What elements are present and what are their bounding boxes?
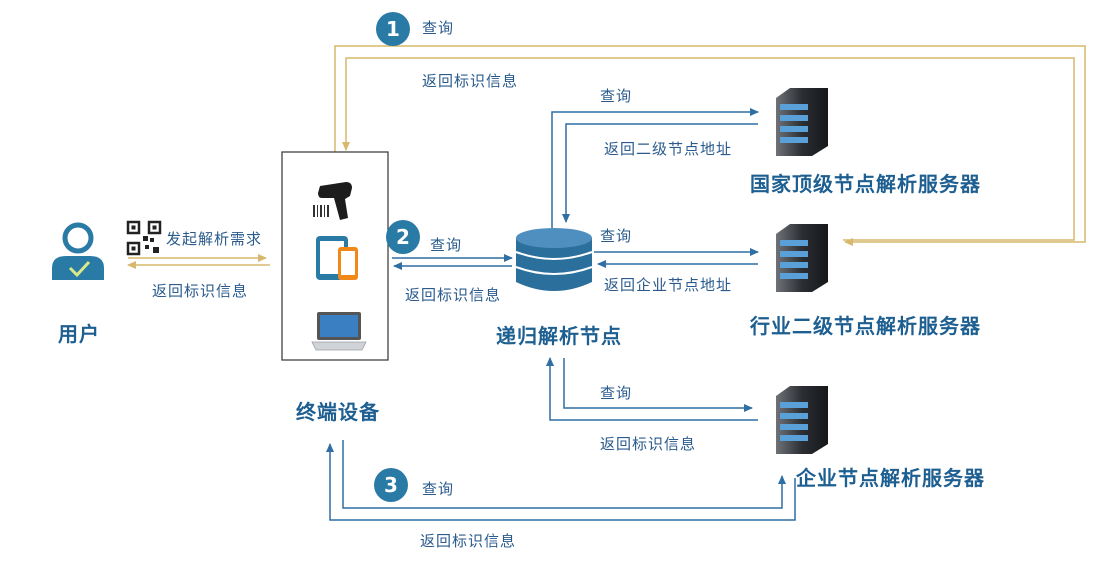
- industry-server-label: 行业二级节点解析服务器: [750, 314, 981, 338]
- top-return-arrow: [562, 123, 758, 223]
- top-server-label: 国家顶级节点解析服务器: [750, 172, 981, 196]
- step3-badge: 3: [374, 468, 408, 502]
- user-return-label: 返回标识信息: [152, 282, 249, 300]
- qr-code-icon: [126, 220, 162, 256]
- step1-badge: 1: [376, 12, 410, 46]
- user-icon: [52, 222, 104, 280]
- step3-query-label: 查询: [422, 480, 455, 498]
- user-request-label: 发起解析需求: [166, 230, 263, 248]
- step3-query-arrow: [342, 440, 786, 509]
- top-query-label: 查询: [600, 87, 633, 105]
- enterprise-return-label: 返回标识信息: [600, 435, 697, 453]
- enterprise-server-icon: [776, 386, 828, 454]
- tablet-phone-icon: [316, 236, 358, 280]
- step1-query-arrow: [334, 45, 1086, 246]
- laptop-icon: [311, 312, 367, 351]
- industry-server-icon: [776, 224, 828, 292]
- recursive-label: 递归解析节点: [496, 324, 622, 348]
- enterprise-query-arrow: [563, 358, 753, 412]
- step1-query-label: 查询: [422, 19, 455, 37]
- scanner-icon: [313, 182, 352, 220]
- enterprise-query-label: 查询: [600, 384, 633, 402]
- step1-return-arrow: [342, 57, 1075, 241]
- step2-return-label: 返回标识信息: [405, 286, 502, 304]
- step3-return-arrow: [326, 443, 796, 521]
- industry-query-label: 查询: [600, 227, 633, 245]
- terminal-label: 终端设备: [296, 400, 380, 424]
- user-label: 用户: [58, 322, 100, 346]
- database-icon: [515, 228, 593, 291]
- top-query-arrow: [551, 108, 759, 228]
- industry-return-label: 返回企业节点地址: [604, 276, 733, 294]
- step3-return-label: 返回标识信息: [420, 532, 517, 550]
- enterprise-return-arrow: [546, 357, 758, 421]
- top-server-icon: [776, 88, 828, 156]
- step2-badge: 2: [386, 220, 420, 254]
- top-return-label: 返回二级节点地址: [604, 140, 733, 158]
- step1-return-label: 返回标识信息: [422, 72, 519, 90]
- enterprise-server-label: 企业节点解析服务器: [796, 466, 985, 490]
- step2-query-label: 查询: [430, 236, 463, 254]
